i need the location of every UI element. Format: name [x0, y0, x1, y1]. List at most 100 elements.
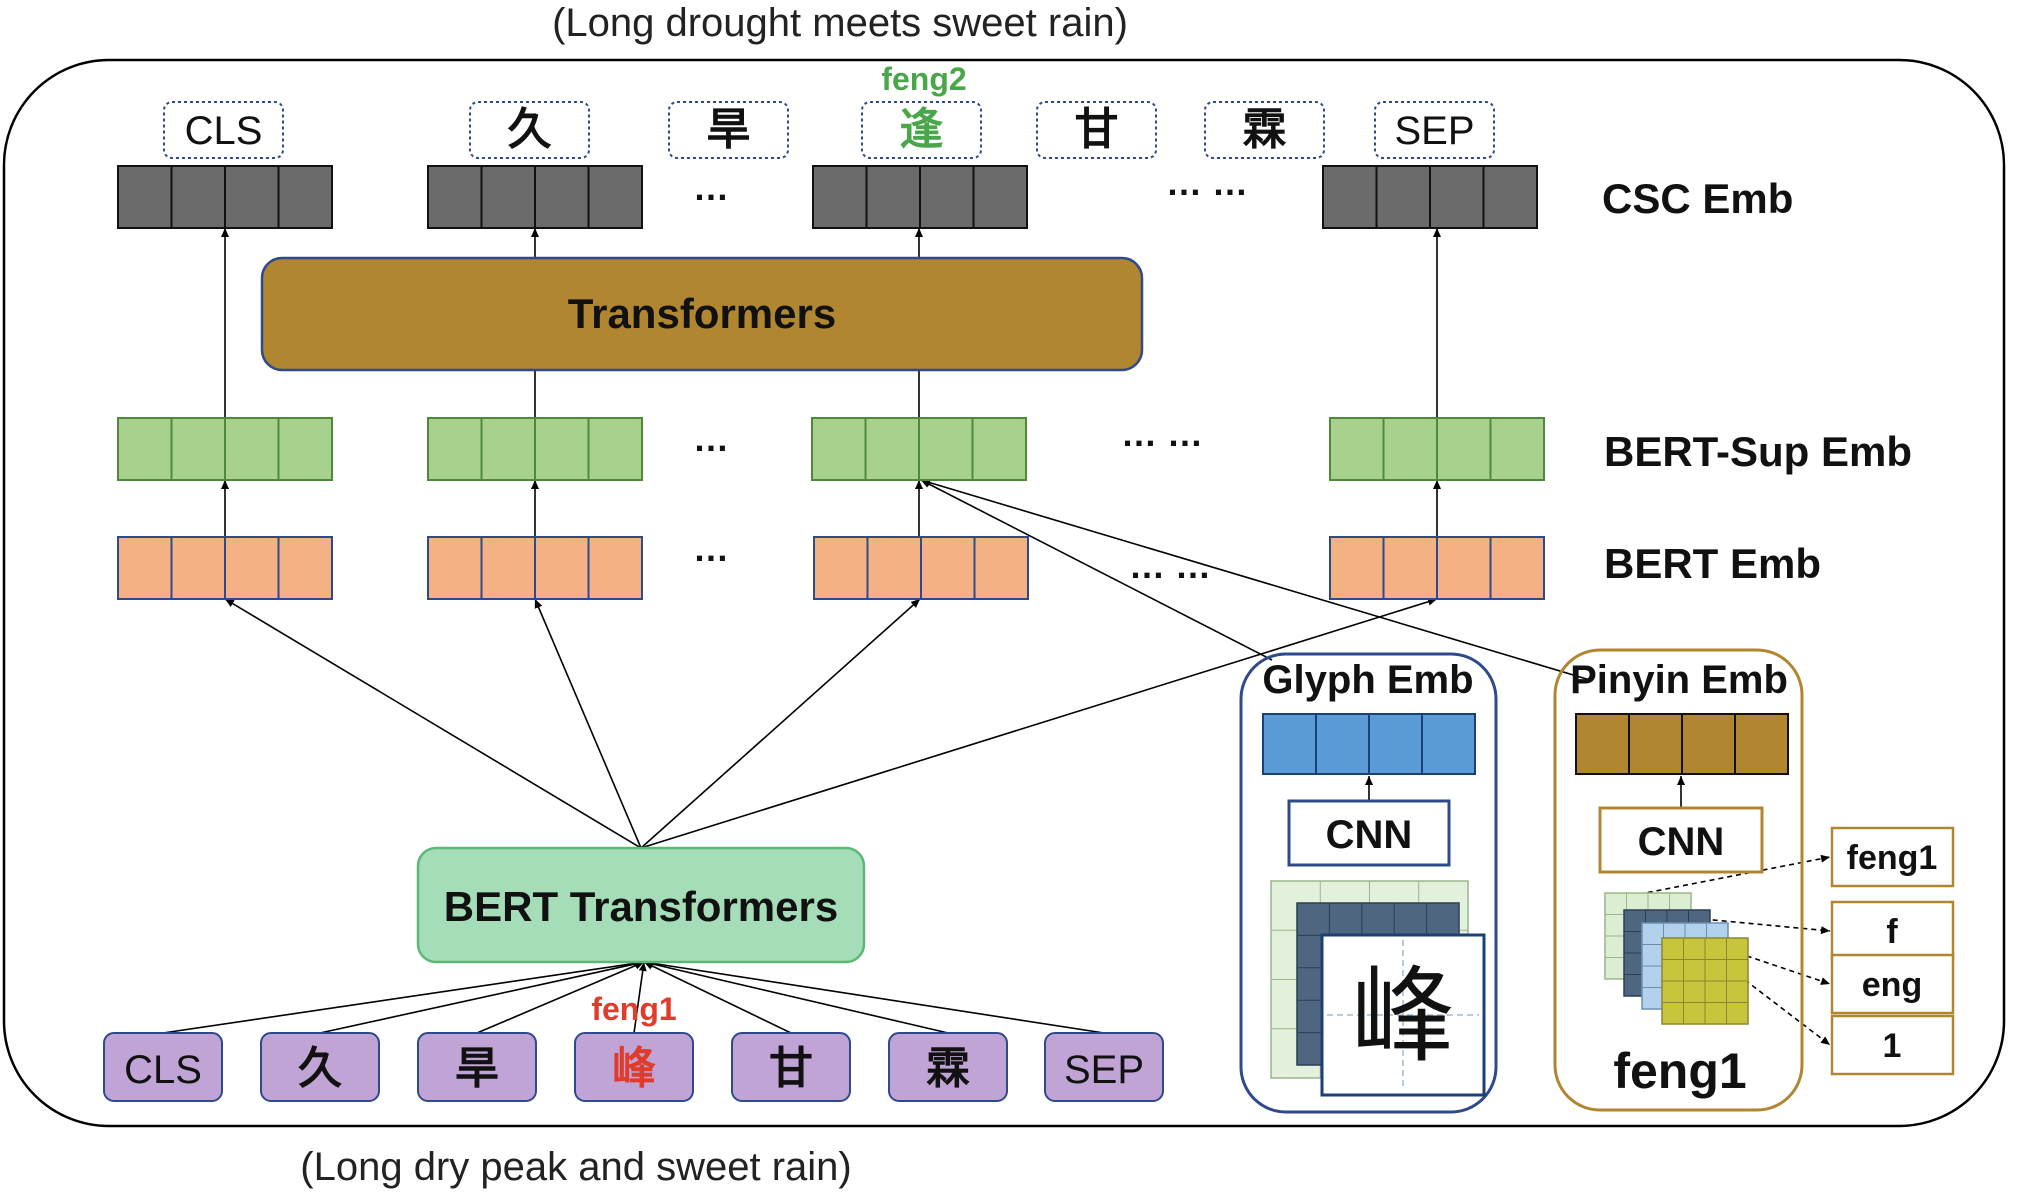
bert-emb-label: BERT Emb — [1604, 540, 1821, 587]
pinyin-part-box — [1830, 953, 1955, 1015]
glyph-emb-vector — [1262, 713, 1476, 775]
csc-emb-vector-jiu-cell — [534, 165, 590, 229]
input-token-box — [260, 1032, 380, 1102]
csc-emb-vector-feng-cell — [865, 165, 921, 229]
pinyin-part-arrow — [1744, 979, 1831, 1046]
input-annotation: feng1 — [591, 991, 676, 1027]
bert-sup-emb-vector-jiu — [427, 417, 643, 481]
bert-sup-emb-vector-sep-cell — [1436, 417, 1492, 481]
bert-sup-emb-vector-jiu-cell — [480, 417, 536, 481]
output-token-box — [469, 101, 590, 159]
bert-sup-emb-vector-feng-cell — [971, 417, 1027, 481]
bert-transformers-label: BERT Transformers — [444, 883, 838, 930]
bert-emb-vector-cls-cell — [170, 536, 226, 600]
bert-emb-vector-cls-cell — [224, 536, 280, 600]
ellipsis-csc-long: … … — [1166, 162, 1248, 203]
bottom-caption: (Long dry peak and sweet rain) — [300, 1145, 851, 1189]
outer-frame — [2, 58, 2006, 1128]
ellipsis-csc: … — [693, 167, 729, 208]
csc-emb-vector-jiu-cell — [427, 165, 483, 229]
csc-emb-vector-jiu-cell — [587, 165, 643, 229]
bert-sup-emb-vector-feng-cell — [864, 417, 920, 481]
pinyin-to-sup-arrow — [920, 478, 1591, 681]
pinyin-emb-cell-row-cell — [1575, 713, 1630, 775]
output-token-box — [1036, 101, 1157, 159]
bert-emb-vector-cls-cell — [277, 536, 333, 600]
pinyin-part-arrow — [1629, 854, 1831, 897]
bert-sup-emb-vector-sep — [1329, 417, 1545, 481]
arrow-layer — [162, 228, 1831, 1046]
pinyin-emb-title: Pinyin Emb — [1570, 658, 1788, 702]
glyph-emb-title: Glyph Emb — [1262, 658, 1473, 702]
input-to-bert-arrow — [319, 960, 645, 1034]
top-caption: (Long drought meets sweet rain) — [552, 1, 1128, 45]
output-token-box — [163, 101, 284, 159]
glyph-emb-cell-row-cell — [1262, 713, 1317, 775]
ellipsis-bert-long: … … — [1129, 545, 1211, 586]
bert-emb-vector-sep — [1329, 536, 1545, 600]
pinyin-part-box — [1830, 1014, 1955, 1076]
bert-sup-emb-vector-feng-cell — [811, 417, 867, 481]
pinyin-emb-vector — [1575, 713, 1789, 775]
bert-sup-emb-vector-cls-cell — [170, 417, 226, 481]
bert-sup-emb-vector-jiu-cell — [534, 417, 590, 481]
input-to-bert-arrow — [643, 961, 792, 1034]
glyph-panel — [1239, 652, 1498, 1114]
pinyin-cnn-label: CNN — [1638, 820, 1725, 864]
ellipsis-sup: … — [693, 418, 729, 459]
embedding-rows — [117, 165, 1545, 600]
glyph-emb-cell-row-cell — [1421, 713, 1476, 775]
csc-emb-vector-sep-cell — [1429, 165, 1485, 229]
csc-emb-vector-feng — [812, 165, 1028, 229]
bert-sup-emb-vector-feng-cell — [918, 417, 974, 481]
pinyin-panel — [1553, 648, 1804, 1112]
csc-emb-vector-cls-cell — [277, 165, 333, 229]
bert-sup-emb-vector-jiu-cell — [427, 417, 483, 481]
output-token-label: 久 — [508, 105, 552, 154]
input-token-label: 旱 — [455, 1044, 499, 1093]
bert-sup-emb-label: BERT-Sup Emb — [1604, 428, 1912, 475]
input-token-box — [574, 1032, 694, 1102]
csc-emb-vector-jiu-cell — [480, 165, 536, 229]
output-token-label: 霖 — [1243, 105, 1287, 154]
transformers-block — [260, 256, 1144, 372]
bert-sup-emb-vector-sep-cell — [1329, 417, 1385, 481]
bert-emb-vector-feng-cell — [920, 536, 976, 600]
input-token-label: CLS — [124, 1048, 202, 1092]
csc-emb-vector-sep — [1322, 165, 1538, 229]
csc-emb-vector-feng-cell — [972, 165, 1028, 229]
bert-emb-vector-sep-cell — [1436, 536, 1492, 600]
input-to-bert-arrow — [633, 961, 647, 1034]
bert-sup-emb-vector-cls — [117, 417, 333, 481]
ellipsis-bert: … — [693, 528, 729, 569]
glyph-image-stack: 峰 — [1270, 880, 1486, 1097]
csc-emb-vector-feng-cell — [919, 165, 975, 229]
pinyin-part-label: eng — [1862, 966, 1922, 1004]
bert-sup-emb-vector-cls-cell — [277, 417, 333, 481]
bert-sup-emb-vector-sep-cell — [1489, 417, 1545, 481]
bert-emb-vector-jiu-cell — [534, 536, 590, 600]
bert-emb-vector-feng-cell — [973, 536, 1029, 600]
bert-emb-vector-cls-cell — [117, 536, 173, 600]
output-token-label: 逢 — [900, 105, 944, 154]
input-token-label: 久 — [298, 1044, 342, 1093]
csc-emb-vector-cls-cell — [224, 165, 280, 229]
input-token-label: 甘 — [769, 1044, 813, 1093]
bert-to-emb-arrow — [640, 597, 1438, 849]
ellipsis-sup-long: … … — [1121, 413, 1203, 454]
bert-emb-vector-sep-cell — [1329, 536, 1385, 600]
bert-to-emb-arrow — [224, 598, 642, 849]
bert-emb-vector-jiu-cell — [480, 536, 536, 600]
bert-sup-emb-vector-cls-cell — [117, 417, 173, 481]
csc-emb-vector-sep-cell — [1322, 165, 1378, 229]
output-token-label: SEP — [1394, 109, 1474, 153]
glyph-emb-cell-row — [1262, 713, 1476, 775]
csc-emb-vector-cls-cell — [170, 165, 226, 229]
output-annotation: feng2 — [881, 61, 966, 97]
input-token-box — [1044, 1032, 1164, 1102]
bert-emb-vector-feng — [813, 536, 1029, 600]
pinyin-part-label: feng1 — [1847, 839, 1938, 877]
input-to-bert-arrow — [643, 959, 1105, 1034]
